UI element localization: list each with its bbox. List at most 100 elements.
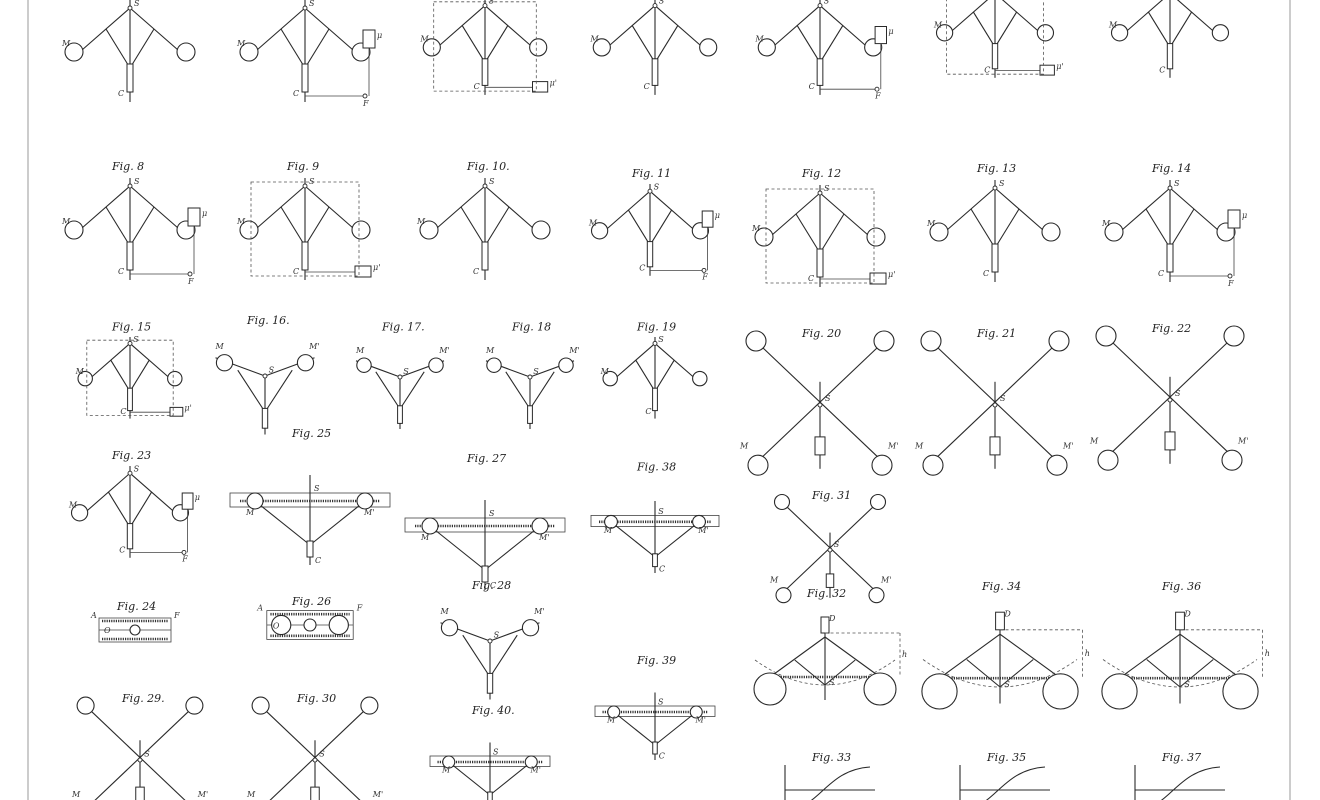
top-pivot bbox=[482, 3, 488, 9]
lower-link-right bbox=[129, 359, 150, 392]
label-m: M bbox=[769, 576, 779, 585]
link-right bbox=[399, 371, 425, 410]
link-right bbox=[264, 369, 293, 413]
flyball-left bbox=[215, 354, 234, 372]
label-s: S bbox=[658, 507, 664, 516]
figure-label-f35: Fig. 35 bbox=[986, 751, 1026, 764]
lower-link-left bbox=[460, 206, 486, 247]
label-o: O bbox=[273, 622, 280, 631]
flyball-left bbox=[239, 42, 259, 62]
wheel-left bbox=[1101, 673, 1138, 710]
link-right bbox=[1179, 659, 1214, 688]
flyball-left bbox=[77, 370, 93, 387]
label-s: S bbox=[309, 177, 315, 186]
link-left bbox=[610, 521, 656, 558]
label-m: M bbox=[68, 500, 78, 509]
dashed-guide bbox=[86, 339, 174, 416]
flyball-right bbox=[531, 517, 549, 535]
flyball-upper-right bbox=[1223, 325, 1245, 347]
label-c: C bbox=[293, 89, 299, 98]
link-left bbox=[613, 711, 656, 746]
upper-arm-right bbox=[1001, 0, 1039, 32]
lower-link-left bbox=[796, 25, 821, 63]
label-c: C bbox=[474, 82, 480, 91]
label-c: C bbox=[809, 82, 815, 91]
sliding-sleeve bbox=[995, 611, 1005, 631]
sliding-sleeve bbox=[816, 58, 824, 86]
link-right bbox=[824, 659, 856, 686]
figure-label-f11: Fig. 11 bbox=[631, 167, 671, 180]
sliding-sleeve bbox=[1166, 243, 1174, 273]
sliding-sleeve bbox=[991, 243, 999, 273]
figure-label-f26: Fig. 26 bbox=[291, 595, 331, 608]
label-m: M bbox=[75, 367, 85, 376]
label-m: M bbox=[1108, 20, 1118, 29]
label-f: F bbox=[173, 611, 180, 620]
label-s: S bbox=[133, 335, 139, 344]
flyball-right bbox=[1211, 24, 1230, 42]
top-pivot bbox=[127, 340, 133, 346]
label-h: h bbox=[1085, 649, 1090, 658]
label-m: M bbox=[588, 218, 598, 227]
top-pivot bbox=[302, 183, 308, 189]
flyball-left bbox=[602, 370, 618, 387]
wheel-left bbox=[921, 673, 958, 710]
lower-link-left bbox=[280, 206, 306, 247]
dashed-guide bbox=[433, 1, 537, 92]
flyball-lower-left bbox=[1097, 449, 1119, 471]
flyball-left bbox=[239, 220, 259, 240]
label-c: C bbox=[490, 581, 496, 590]
weight-box bbox=[354, 265, 372, 278]
lever-pivot bbox=[874, 86, 880, 92]
label-c: C bbox=[473, 267, 479, 276]
flyball-right bbox=[531, 220, 551, 240]
label-s: S bbox=[829, 678, 835, 687]
figure-label-f33: Fig. 33 bbox=[811, 751, 851, 764]
label-m: M bbox=[355, 346, 365, 355]
flyball-lower-right bbox=[1046, 454, 1068, 476]
flyball-left bbox=[440, 619, 459, 637]
lower-link-right bbox=[129, 491, 153, 528]
label-m: M bbox=[215, 342, 225, 351]
label-m: M bbox=[603, 526, 613, 535]
label-c: C bbox=[808, 274, 814, 283]
label-c: C bbox=[293, 267, 299, 276]
lower-link-left bbox=[972, 11, 996, 48]
label-m: M bbox=[606, 716, 616, 725]
label-m: M bbox=[441, 766, 451, 775]
flyball-lower-left bbox=[775, 587, 792, 604]
lever-pivot bbox=[1227, 273, 1233, 279]
label-s: S bbox=[533, 367, 539, 376]
sliding-sleeve bbox=[481, 241, 489, 271]
flyball-left bbox=[1110, 24, 1129, 42]
sliding-sleeve bbox=[126, 241, 134, 271]
flyball-lower-left bbox=[922, 454, 944, 476]
label-mu-prime: μ' bbox=[1056, 62, 1063, 71]
label-s: S bbox=[999, 179, 1005, 188]
label-mu: μ bbox=[202, 209, 207, 218]
figure-label-f27: Fig. 27 bbox=[466, 452, 506, 465]
sliding-sleeve bbox=[310, 786, 320, 800]
label-m: M bbox=[926, 219, 936, 228]
plate-border bbox=[27, 0, 1291, 800]
flyball-left bbox=[422, 38, 441, 57]
top-pivot bbox=[127, 470, 133, 476]
response-curve bbox=[985, 766, 1046, 800]
label-m-prime: M' bbox=[533, 607, 544, 616]
label-m-prime: M' bbox=[1062, 442, 1073, 451]
flyball-upper-right bbox=[185, 696, 204, 715]
dashed-guide bbox=[250, 181, 360, 277]
label-c: C bbox=[659, 752, 665, 761]
sliding-sleeve bbox=[135, 786, 145, 800]
sliding-sleeve bbox=[989, 436, 1001, 456]
weight-box bbox=[1227, 209, 1241, 229]
label-s: S bbox=[314, 484, 320, 493]
label-m-prime: M' bbox=[1237, 437, 1248, 446]
